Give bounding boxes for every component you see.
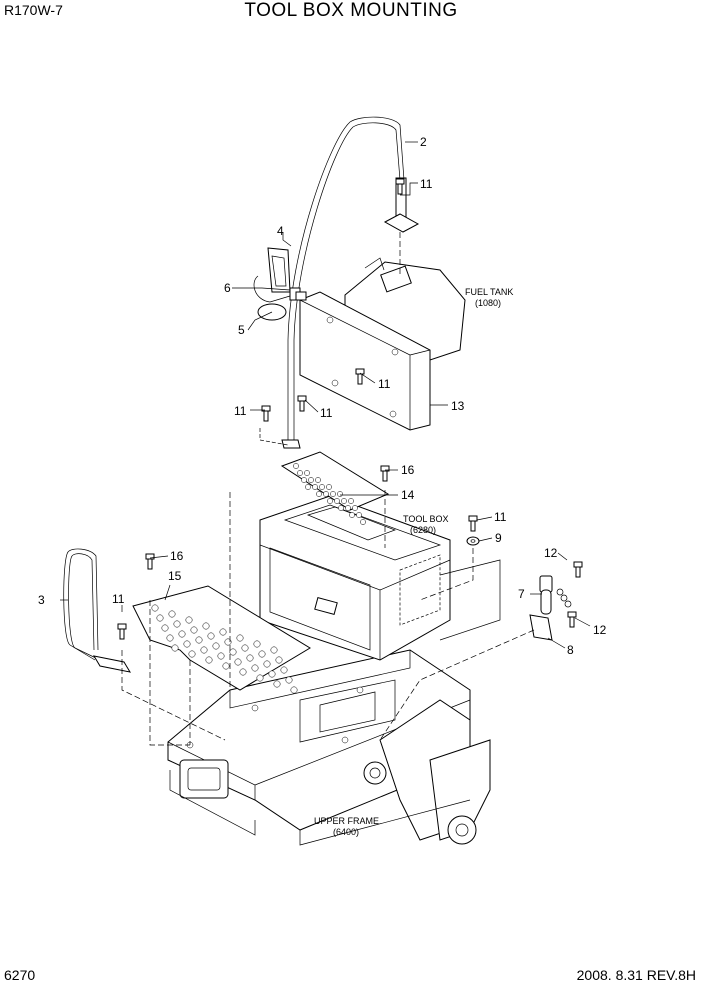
callout-4: 4 <box>277 224 284 238</box>
callout-12: 12 <box>544 546 558 560</box>
callout-12: 12 <box>593 623 607 637</box>
callout-16: 16 <box>170 549 184 563</box>
callout-2: 2 <box>420 135 427 149</box>
fuel-tank-code: (1080) <box>475 298 501 308</box>
upper-frame-drawing <box>167 649 491 846</box>
upper-frame-label: UPPER FRAME <box>314 816 379 826</box>
callout-11: 11 <box>112 592 125 606</box>
revision-date: 2008. 8.31 REV.8H <box>576 967 696 983</box>
callout-16: 16 <box>401 463 415 477</box>
callout-11: 11 <box>234 404 247 418</box>
callout-11: 11 <box>320 406 333 420</box>
page-title: TOOL BOX MOUNTING <box>244 0 458 21</box>
callout-15: 15 <box>168 569 182 583</box>
callout-11: 11 <box>494 510 507 524</box>
bolts <box>117 178 583 640</box>
page-number: 6270 <box>4 967 36 983</box>
callout-8: 8 <box>567 643 574 657</box>
callout-11: 11 <box>420 177 433 191</box>
callout-14: 14 <box>401 488 415 502</box>
tool-box-drawing <box>259 495 501 661</box>
callout-3: 3 <box>38 593 45 607</box>
upper-frame-code: (6400) <box>333 827 359 837</box>
step-mat-part-15 <box>132 585 311 694</box>
callout-11: 11 <box>378 377 391 391</box>
cover-part-13 <box>299 291 431 431</box>
mat-part-14 <box>280 451 390 525</box>
latch-parts <box>466 536 572 641</box>
callout-7: 7 <box>518 587 525 601</box>
model-label: R170W-7 <box>4 2 63 18</box>
callout-6: 6 <box>224 281 231 295</box>
leader-lines <box>60 141 591 746</box>
callout-9: 9 <box>495 531 502 545</box>
tool-box-label: TOOL BOX <box>403 514 449 524</box>
callout-5: 5 <box>238 323 245 337</box>
tool-box-code: (6280) <box>410 525 436 535</box>
handrail-part-3 <box>63 548 132 673</box>
callout-13: 13 <box>451 399 465 413</box>
fuel-tank-label: FUEL TANK <box>465 287 513 297</box>
